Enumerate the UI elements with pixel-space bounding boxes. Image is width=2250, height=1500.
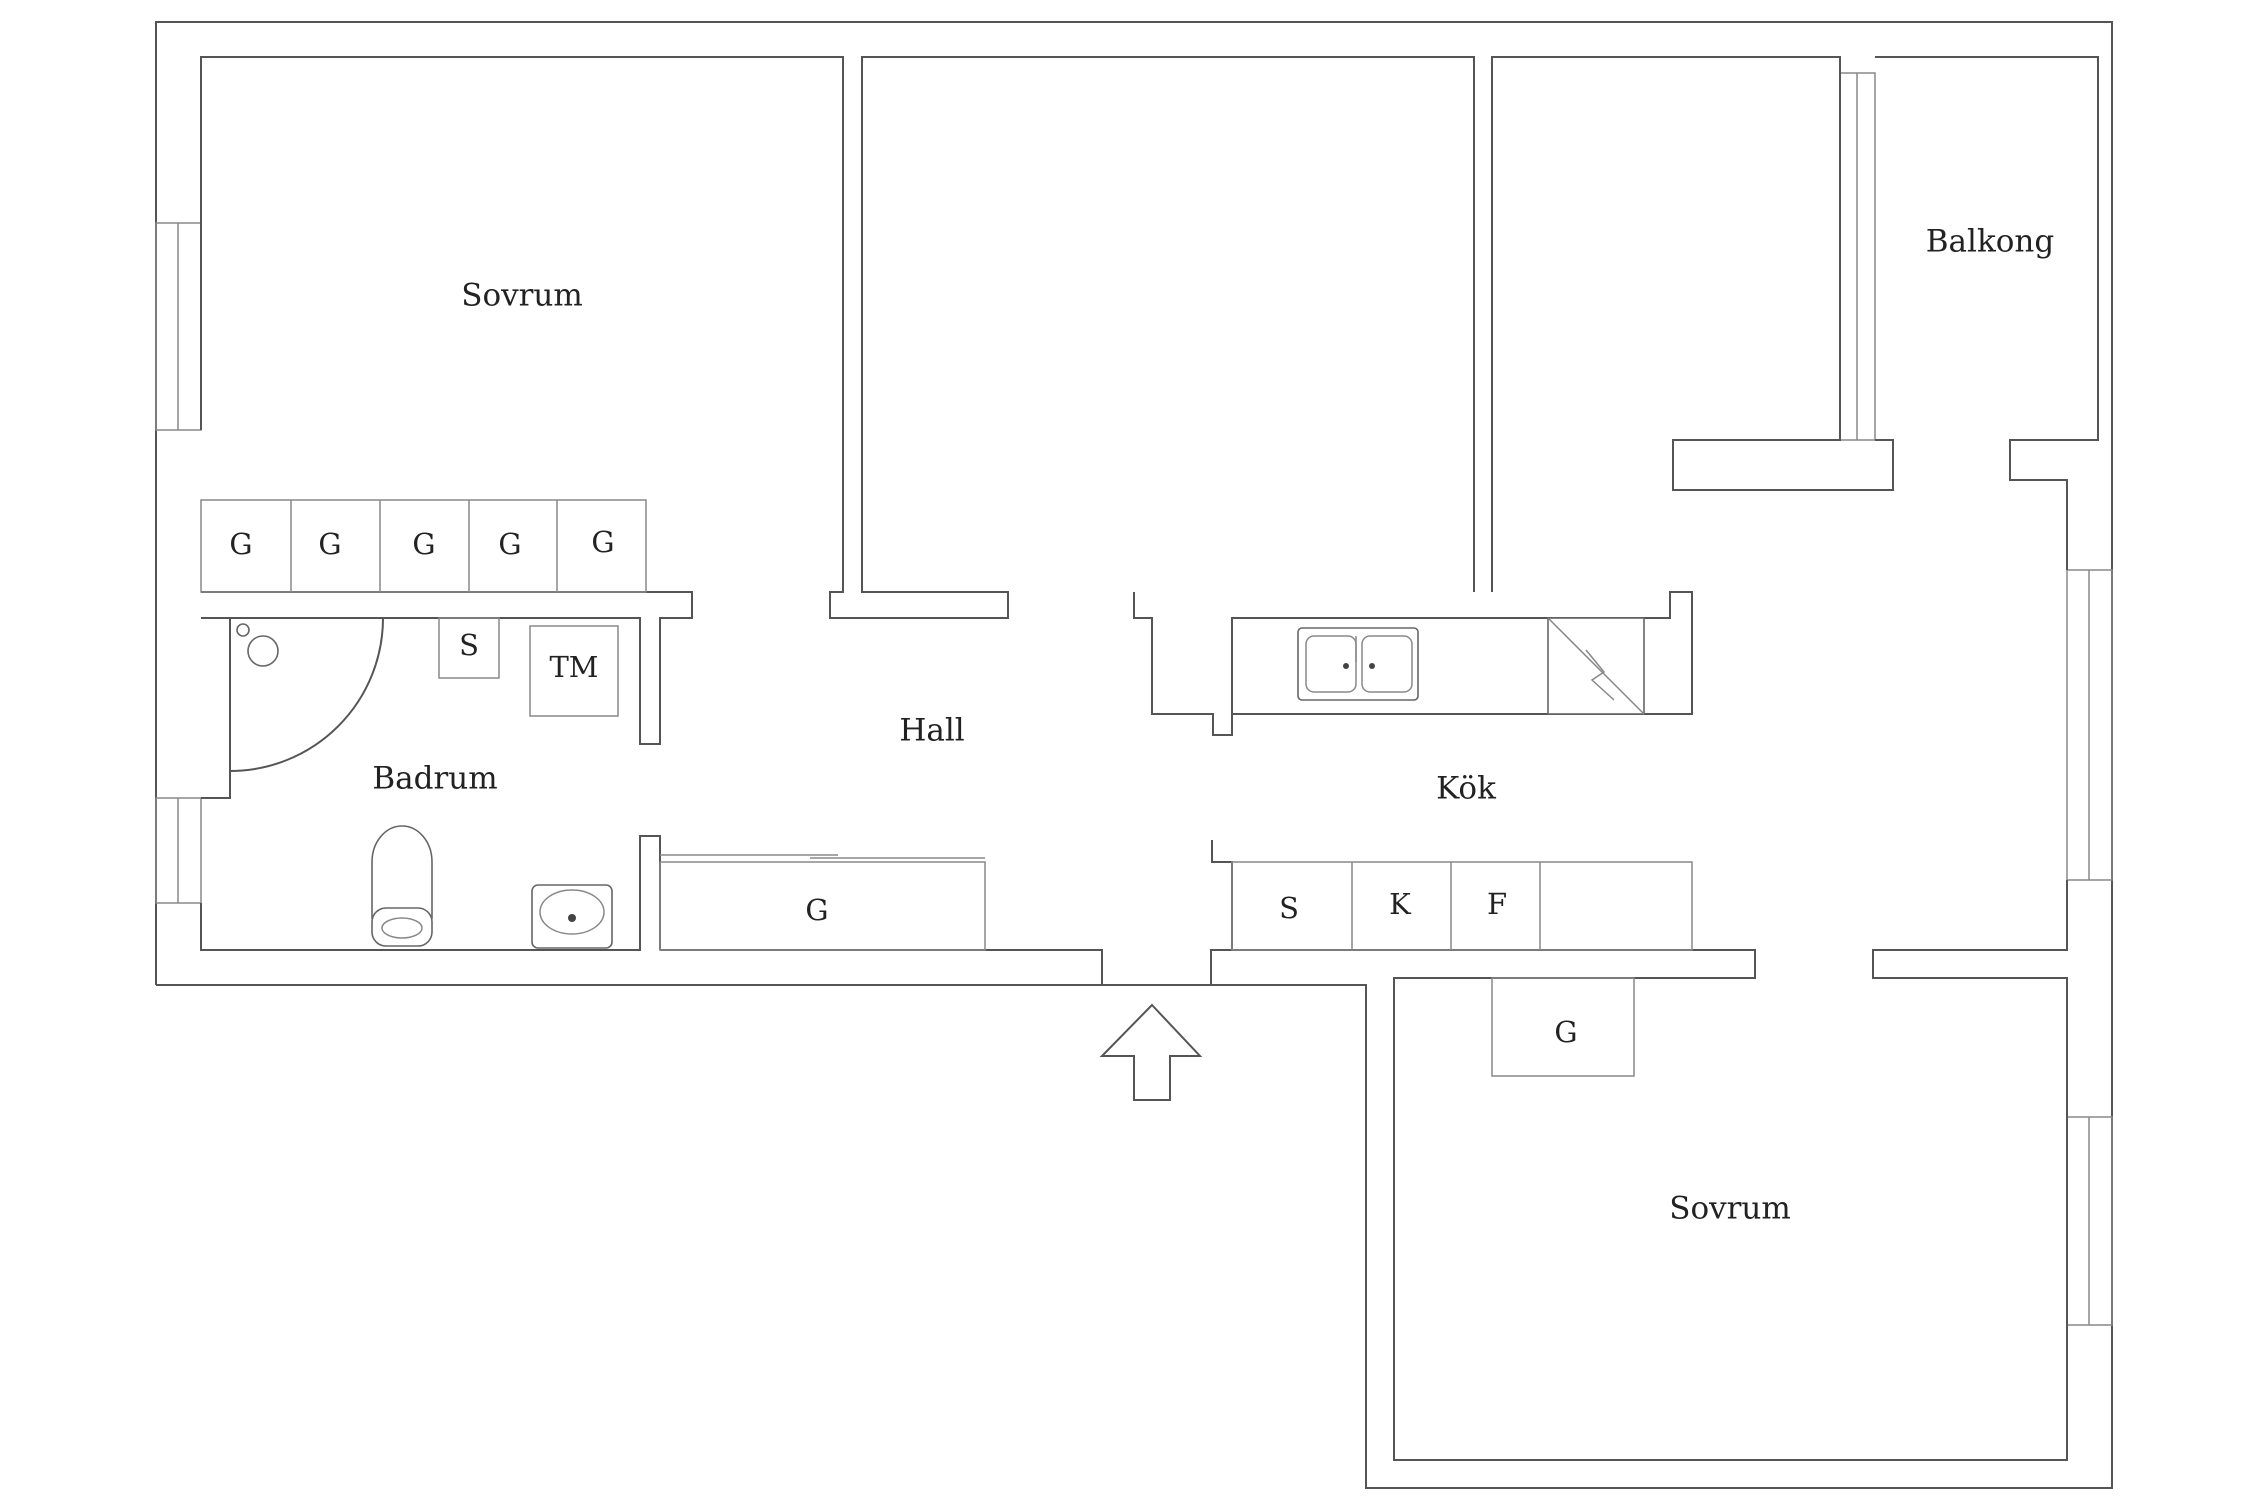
windows: [155, 72, 2113, 1326]
entrance-arrow-icon: [1099, 1003, 1203, 1101]
sovrum2-wardrobe: [1491, 977, 1635, 1077]
cabinet-label: G: [412, 527, 435, 561]
shower-valve-icon: [236, 623, 250, 637]
kitchen-sink-icon: [1297, 627, 1419, 701]
hall-cabinet: [659, 854, 986, 951]
room-label-sovrum-1: Sovrum: [461, 278, 583, 314]
room-label-balkong: Balkong: [1926, 224, 2054, 260]
room-label-sovrum-2: Sovrum: [1669, 1191, 1791, 1227]
outer-walls: [155, 21, 2113, 1489]
cabinet-label: G: [318, 527, 341, 561]
cabinet-label: G: [805, 893, 828, 927]
cabinet-label: G: [229, 527, 252, 561]
cabinet-labels: G G G G G S TM G S K F G: [229, 525, 1577, 1049]
wardrobe-row: [200, 499, 647, 593]
cabinet-label: S: [459, 628, 479, 662]
shower-screen: [229, 617, 385, 772]
interior-walls: [200, 56, 2099, 1461]
cabinet-label: F: [1487, 887, 1507, 921]
washing-machine: [529, 625, 619, 717]
bathroom-fixtures: [229, 617, 619, 949]
cabinet-label: TM: [549, 650, 598, 684]
room-label-hall: Hall: [899, 713, 964, 749]
cabinet-label: S: [1279, 891, 1299, 925]
toilet-icon: [371, 825, 433, 919]
room-label-badrum: Badrum: [372, 761, 497, 797]
room-label-kok: Kök: [1436, 771, 1496, 807]
shower-head-icon: [247, 635, 279, 667]
cabinet-label: G: [498, 527, 521, 561]
cabinet-label: K: [1389, 887, 1412, 921]
bath-cabinet-s: [438, 617, 500, 679]
cabinet-label: G: [1554, 1015, 1577, 1049]
kitchen-fixtures: [1231, 617, 1693, 951]
room-labels: Sovrum Balkong Badrum Hall Kök Sovrum: [372, 224, 2054, 1227]
cabinet-label: G: [591, 525, 614, 559]
